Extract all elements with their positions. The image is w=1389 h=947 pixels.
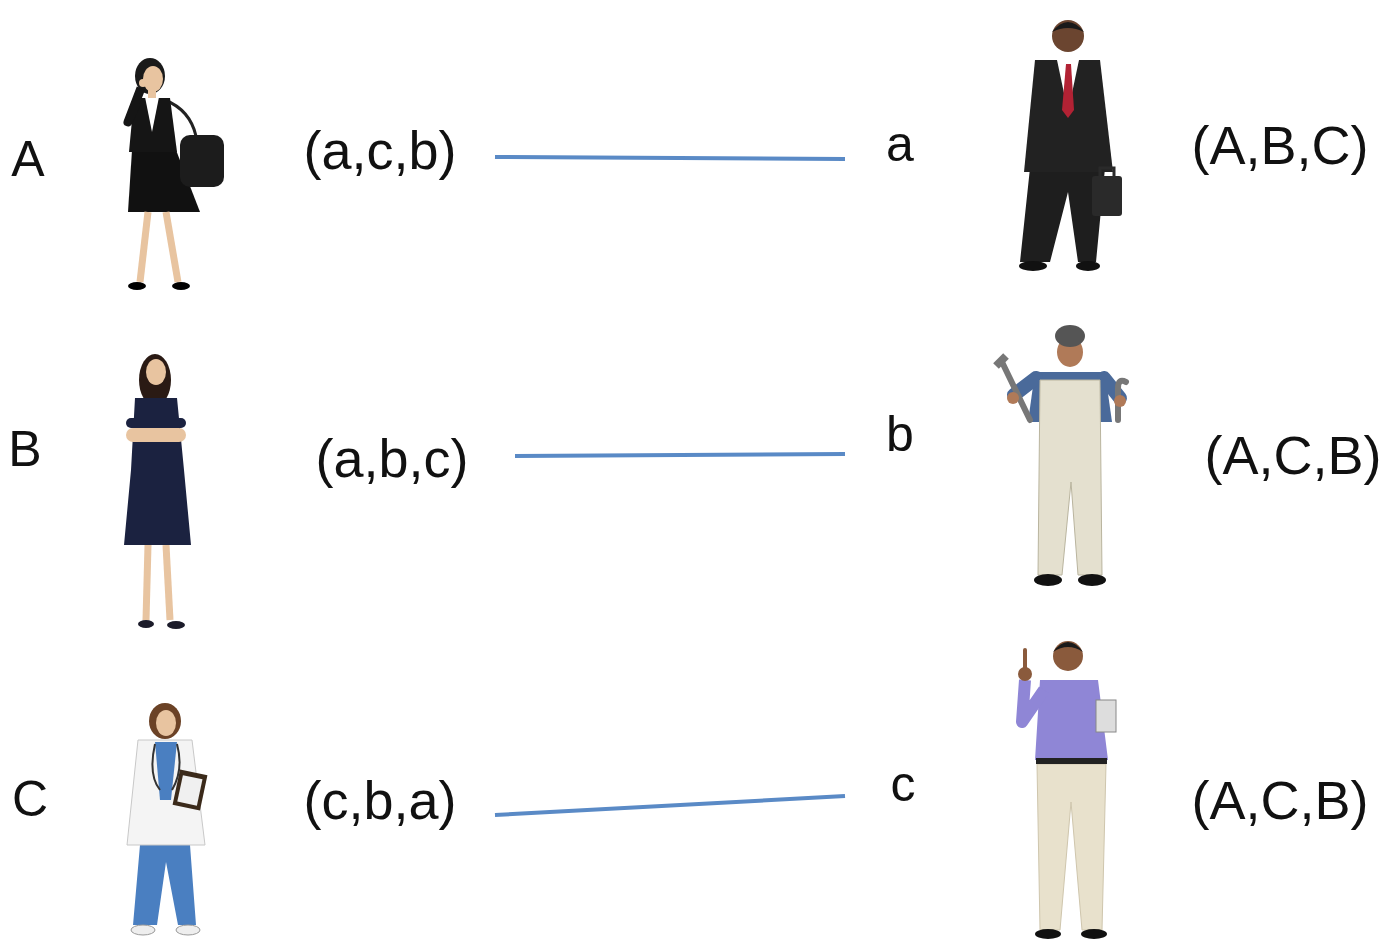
businesswoman-figure — [128, 58, 224, 290]
shoe — [128, 282, 146, 290]
person-node: B (a,b,c) — [0, 335, 515, 635]
person-label: c — [891, 756, 916, 814]
shoe — [1035, 929, 1061, 939]
businessman-figure — [1019, 20, 1122, 271]
wrench — [1002, 362, 1030, 420]
preference-list: (a,b,c) — [315, 427, 468, 489]
person-label: A — [11, 131, 44, 189]
matching-line — [495, 796, 845, 815]
head — [1052, 20, 1084, 52]
man-figure — [1018, 641, 1116, 939]
matching-line — [515, 454, 845, 456]
preference-list: (A,C,B) — [1191, 769, 1368, 831]
stethoscope — [152, 744, 179, 790]
hair — [1052, 22, 1084, 32]
woman-figure — [124, 354, 191, 629]
boot — [1078, 574, 1106, 586]
dress — [124, 398, 191, 545]
leg — [166, 545, 170, 620]
leg — [166, 212, 178, 282]
overalls — [1038, 380, 1102, 575]
person-label: b — [886, 406, 914, 464]
face — [143, 66, 163, 92]
tie — [1062, 64, 1074, 118]
person-label: B — [8, 421, 41, 479]
preference-list: (c,b,a) — [303, 769, 456, 831]
raised-arm — [1022, 680, 1044, 722]
shoe — [172, 282, 190, 290]
shoe — [138, 620, 154, 628]
lab-coat — [127, 740, 205, 845]
person-label: C — [12, 771, 48, 829]
preference-list: (a,c,b) — [303, 119, 456, 181]
person-label: a — [886, 116, 914, 174]
shoe — [176, 925, 200, 935]
clipboard — [173, 769, 208, 810]
hand — [1007, 392, 1019, 404]
shoe — [131, 925, 155, 935]
hair — [149, 703, 181, 739]
briefcase-handle — [1100, 168, 1114, 176]
scrub-pants — [133, 845, 196, 925]
hand — [1018, 667, 1032, 681]
person-node: c (A,C,B) — [845, 625, 1385, 943]
hand — [139, 79, 147, 87]
preference-list: (A,B,C) — [1191, 114, 1368, 176]
trousers — [1037, 764, 1106, 930]
person-node: a (A,B,C) — [845, 5, 1385, 280]
wrench-jaw — [996, 356, 1006, 366]
clipboard — [1096, 700, 1116, 732]
person-node: A (a,c,b) — [1, 40, 495, 300]
face — [146, 359, 166, 385]
shoe — [1076, 261, 1100, 271]
preference-list: (A,C,B) — [1204, 424, 1381, 486]
belt — [1036, 758, 1107, 764]
leg — [140, 212, 148, 282]
shoe — [1081, 929, 1107, 939]
crossed-arms — [126, 428, 186, 442]
neck — [148, 90, 156, 98]
person-node: C (c,b,a) — [2, 690, 495, 945]
head — [1053, 641, 1083, 671]
doctor-figure — [127, 703, 207, 935]
jacket — [1024, 60, 1113, 172]
matching-line — [495, 157, 845, 159]
arm — [128, 88, 141, 122]
shirt — [145, 97, 159, 132]
scrub-top — [155, 742, 177, 800]
person-node: b (A,C,B) — [845, 315, 1389, 595]
sleeves — [126, 418, 186, 428]
shoe — [1019, 261, 1047, 271]
hand — [1114, 395, 1126, 407]
clipboard-paper — [177, 775, 202, 806]
beanie — [1055, 325, 1085, 347]
shoe — [167, 621, 185, 629]
boot — [1034, 574, 1062, 586]
leg — [146, 545, 148, 620]
plumber-figure — [996, 325, 1126, 586]
hair — [1053, 642, 1083, 652]
face — [156, 710, 176, 736]
bag — [180, 135, 224, 187]
briefcase — [1092, 176, 1122, 216]
